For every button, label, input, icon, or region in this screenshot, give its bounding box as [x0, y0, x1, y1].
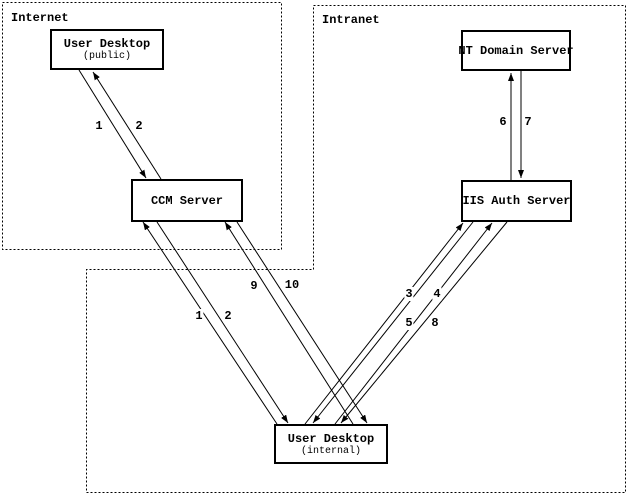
node-title: User Desktop	[287, 431, 375, 446]
arrow-9-internal-to-ccm	[224, 221, 354, 425]
arrow-label-10: 10	[283, 278, 301, 292]
arrow-10-ccm-to-internal	[236, 221, 368, 424]
node-title: NT Domain Server	[458, 43, 574, 58]
arrow-label-1-public: 1	[94, 119, 104, 133]
node-nt-domain-server: NT Domain Server	[458, 30, 574, 71]
arrow-label-2-public: 2	[134, 119, 144, 133]
arrow-2-ccm-to-internal	[156, 221, 289, 424]
arrow-label-2-internal: 2	[223, 309, 233, 323]
arrow-label-1-internal: 1	[194, 309, 204, 323]
arrow-4-iis-to-internal	[312, 221, 474, 424]
arrow-label-3: 3	[404, 287, 414, 301]
node-subtitle: (public)	[82, 51, 131, 62]
node-title: CCM Server	[150, 193, 223, 208]
arrow-label-4: 4	[432, 287, 442, 301]
arrow-label-8: 8	[430, 316, 440, 330]
arrow-1-public-to-ccm	[78, 69, 147, 179]
arrow-1-internal-to-ccm	[142, 221, 278, 425]
node-iis-auth-server: IIS Auth Server	[461, 180, 572, 222]
node-title: IIS Auth Server	[462, 194, 571, 208]
intranet-zone-label: Intranet	[322, 13, 380, 27]
node-user-desktop-public: User Desktop (public)	[50, 29, 164, 70]
node-user-desktop-internal: User Desktop (internal)	[274, 424, 388, 464]
node-ccm-server: CCM Server	[131, 179, 243, 222]
arrow-2-ccm-to-public	[92, 71, 162, 180]
arrow-8-iis-to-internal	[340, 221, 508, 424]
node-subtitle: (internal)	[300, 445, 361, 457]
node-title: User Desktop	[63, 37, 151, 51]
arrow-3-internal-to-iis	[304, 222, 464, 425]
arrow-label-7: 7	[523, 115, 533, 129]
arrow-label-6: 6	[498, 115, 508, 129]
arrow-label-9: 9	[249, 279, 259, 293]
arrow-label-5: 5	[404, 316, 414, 330]
internet-zone-border	[2, 2, 282, 250]
intranet-zone-border	[86, 5, 626, 493]
internet-zone-label: Internet	[11, 11, 69, 25]
